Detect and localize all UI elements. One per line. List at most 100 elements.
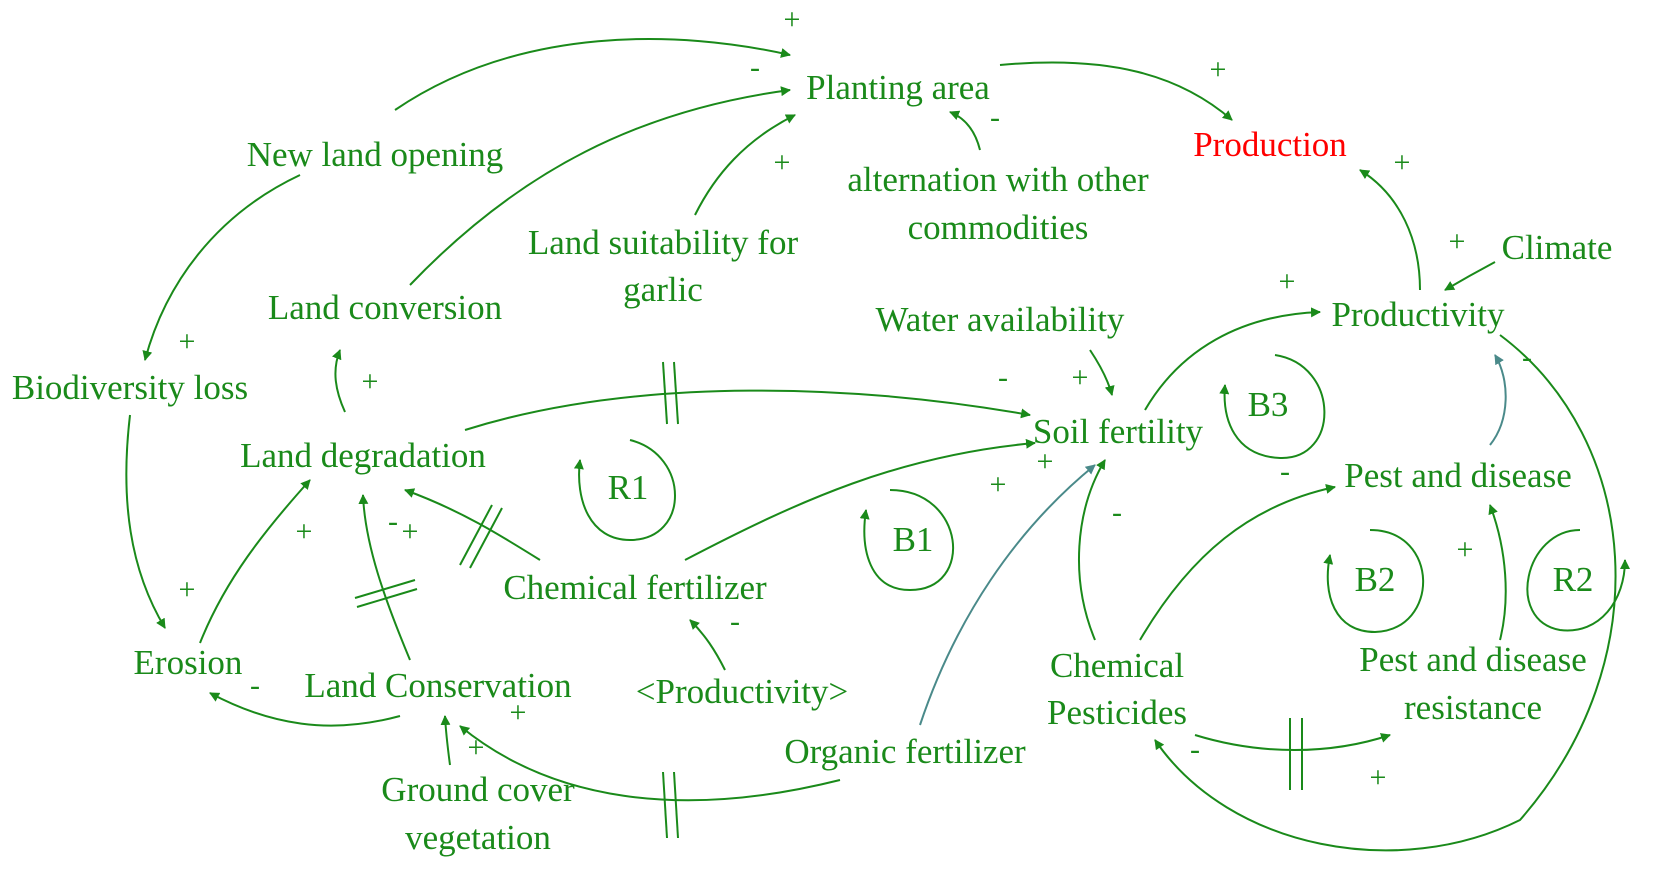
link-planting-production [999,61,1233,121]
polarity-sign: + [1393,146,1411,179]
node-climate: Climate [1501,228,1613,267]
polarity-sign: - [1522,341,1532,374]
link-organic-soil [919,464,1096,726]
polarity-sign: + [1456,533,1474,566]
link-newland-biodiversity [142,174,301,361]
polarity-sign: - [1190,733,1200,766]
node-land-suitability-line-1: Land suitability for [527,223,799,262]
link-soil-productivity [1144,307,1321,411]
polarity-sign: - [998,361,1008,394]
link-conservation-degradation [358,494,411,661]
link-productivity-pesticides [1154,334,1617,852]
node-ground-cover-line-1: Ground cover [381,770,575,809]
link-resistance-pest [1488,504,1507,641]
loop-label-r1: R1 [607,468,649,507]
delay-mark-1b [673,361,679,425]
polarity-sign: + [989,468,1007,501]
node-land-conservation: Land Conservation [304,666,572,705]
node-organic-fertilizer: Organic fertilizer [784,732,1026,771]
delay-mark-1a [662,361,668,425]
node-alternation-line-1: alternation with other [847,160,1149,199]
link-conversion-planting [409,86,791,286]
node-water-availability: Water availability [875,300,1125,339]
polarity-sign: - [1112,496,1122,529]
node-pest-resistance-line-1: Pest and disease [1359,640,1587,679]
loop-label-b3: B3 [1247,385,1289,424]
node-ground-cover-line-2: vegetation [405,818,551,857]
node-pest-and-disease: Pest and disease [1344,456,1572,495]
link-erosion-degradation [199,479,311,644]
link-conservation-erosion [209,692,401,727]
link-pesticides-resistance [1194,733,1391,751]
node-alternation-line-2: commodities [907,208,1089,247]
node-erosion: Erosion [133,643,243,682]
delay-mark-3a [354,579,416,599]
polarity-sign: + [1071,361,1089,394]
polarity-sign: + [401,515,419,548]
polarity-sign: - [250,669,260,702]
node-land-degradation: Land degradation [240,436,486,475]
polarity-sign: + [1369,761,1387,794]
polarity-sign: + [361,365,379,398]
loop-label-r2: R2 [1552,560,1594,599]
polarity-sign: - [750,51,760,84]
link-pest-productivity [1489,354,1507,446]
node-planting-area: Planting area [806,68,990,107]
delay-mark-3b [356,588,418,608]
loop-b1-arc [859,489,955,592]
loop-label-b1: B1 [892,520,934,559]
node-land-suitability-line-2: garlic [623,270,703,309]
node-biodiversity-loss: Biodiversity loss [11,368,249,407]
node-productivity-shadow: <Productivity> [635,672,849,711]
node-productivity: Productivity [1331,295,1505,334]
link-climate-productivity [1444,261,1496,291]
node-pest-resistance-line-2: resistance [1404,688,1542,727]
loop-label-b2: B2 [1354,560,1396,599]
link-degradation-soil [464,389,1031,431]
polarity-sign: - [990,101,1000,134]
link-pesticides-soil [1077,459,1106,641]
loop-r2-arc [1526,529,1630,632]
link-pesticides-pest [1139,483,1336,641]
polarity-sign: - [388,505,398,538]
polarity-sign: + [178,325,196,358]
node-new-land-opening: New land opening [246,135,504,174]
polarity-sign: - [730,605,740,638]
node-chemical-fertilizer: Chemical fertilizer [503,568,767,607]
link-suitability-planting [694,114,796,216]
link-degradation-conversion [332,349,346,413]
polarity-sign: + [509,696,527,729]
node-chemical-pesticides-line-1: Chemical [1049,646,1185,685]
node-production: Production [1193,125,1347,164]
link-groundcover-conservation [440,715,451,766]
loop-b3-arc [1219,354,1326,460]
polarity-sign: + [467,731,485,764]
delay-mark-4b [673,771,679,839]
polarity-sign: + [1278,265,1296,298]
polarity-sign: + [773,146,791,179]
polarity-sign: - [1280,455,1290,488]
polarity-sign: + [178,573,196,606]
polarity-sign: + [1448,225,1466,258]
loop-r1-arc [573,439,676,542]
link-alternation-planting [949,110,981,151]
link-prodshadow-chemfert [689,619,726,671]
link-organic-conservation [459,725,841,802]
delay-mark-2a [459,504,493,566]
link-water-soil [1089,349,1115,396]
link-chemfert-degradation [404,488,541,561]
node-chemical-pesticides-line-2: Pesticides [1047,693,1187,732]
link-newland-planting [394,38,791,111]
delay-mark-4a [662,771,668,839]
node-land-conversion: Land conversion [267,288,503,327]
loop-b2-arc [1323,529,1425,634]
polarity-sign: + [1036,445,1054,478]
link-chemfert-soil [684,438,1036,561]
polarity-sign: + [295,515,313,548]
delay-mark-2b [469,507,503,569]
link-productivity-production [1359,169,1421,291]
node-soil-fertility: Soil fertility [1032,412,1204,451]
polarity-sign: + [1209,53,1227,86]
